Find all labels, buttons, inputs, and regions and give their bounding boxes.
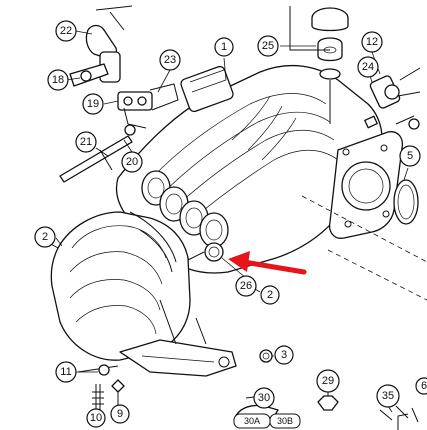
callout-25: 25 [257,35,279,57]
callout-18: 18 [47,69,69,91]
part-box-30b: 30B [269,413,301,429]
callout-19-label: 19 [87,98,99,110]
callout-2-left: 2 [34,226,56,248]
runner-casting [39,211,205,361]
intake-manifold [115,64,383,274]
callout-10: 10 [86,408,106,428]
callout-2-right-label: 2 [267,289,273,301]
vacuum-valve [364,67,421,130]
callout-20: 20 [121,151,143,173]
callout-10-label: 10 [90,412,102,424]
callout-11-label: 11 [60,366,71,378]
callout-9: 9 [110,404,130,424]
callout-35-label: 35 [382,390,394,402]
callout-29-label: 29 [322,375,334,387]
callout-24-label: 24 [362,61,374,73]
callout-26: 26 [235,275,257,297]
callout-18-label: 18 [52,74,64,86]
callout-2-right: 2 [260,285,280,305]
callout-5: 5 [399,145,421,167]
callout-12-label: 12 [366,36,378,48]
callout-12: 12 [361,31,383,53]
callout-30-label: 30 [258,392,270,404]
callout-5-label: 5 [407,150,413,162]
callout-22: 22 [55,20,77,42]
sensor-bracket [59,5,179,183]
callout-1-label: 1 [221,41,227,53]
callout-6: 6 [415,377,427,395]
callout-21: 21 [75,131,97,153]
callout-1: 1 [214,37,234,57]
callout-11: 11 [55,361,77,383]
cap-assembly [289,6,349,124]
callout-25-label: 25 [262,40,274,52]
callout-2-left-label: 2 [42,231,48,243]
callout-3: 3 [274,345,294,365]
part-box-30a-label: 30A [244,416,260,426]
callout-26-label: 26 [240,280,252,292]
throttle-flange [301,131,427,301]
callout-3-label: 3 [281,349,287,361]
callout-21-label: 21 [80,136,92,148]
callout-23-label: 23 [164,54,176,66]
callout-19: 19 [82,93,104,115]
callout-22-label: 22 [60,25,72,37]
callout-20-label: 20 [126,156,138,168]
callout-23: 23 [159,49,181,71]
callout-30: 30 [253,387,275,409]
callout-6-label: 6 [421,380,427,392]
callout-35: 35 [376,384,400,408]
part-box-30a: 30A [233,413,271,429]
callout-9-label: 9 [117,408,123,420]
leader-lines [55,30,409,416]
highlight-arrow [228,251,307,275]
callout-29: 29 [316,369,340,393]
part-box-30b-label: 30B [277,416,293,426]
callout-24: 24 [357,56,379,78]
